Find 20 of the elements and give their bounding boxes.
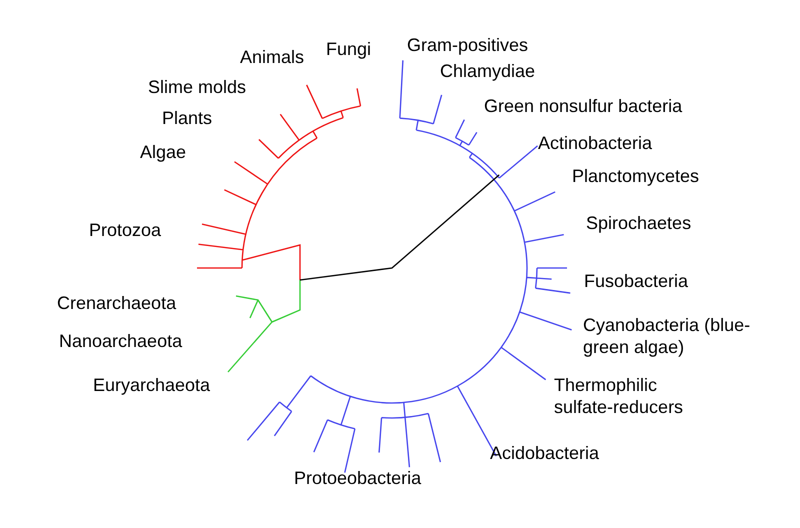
taxon-label: Fungi bbox=[326, 38, 372, 60]
taxon-label: Thermophilic sulfate-reducers bbox=[554, 374, 684, 418]
taxon-label: Actinobacteria bbox=[538, 132, 652, 154]
taxon-label: Plants bbox=[162, 107, 212, 129]
taxon-label: Cyanobacteria (blue-green algae) bbox=[583, 314, 752, 358]
taxon-label: Planctomycetes bbox=[572, 165, 700, 187]
taxon-label: Protozoa bbox=[89, 219, 162, 241]
taxon-label: Spirochaetes bbox=[586, 212, 692, 234]
taxon-label: Euryarchaeota bbox=[93, 374, 210, 396]
taxon-label: Nanoarchaeota bbox=[59, 330, 182, 352]
taxon-label: Chlamydiae bbox=[440, 60, 536, 82]
taxon-label: Green nonsulfur bacteria bbox=[484, 95, 682, 117]
taxon-label: Fusobacteria bbox=[584, 270, 688, 292]
taxon-label: Protoeobacteria bbox=[294, 467, 422, 489]
taxon-label: Animals bbox=[240, 46, 304, 68]
taxon-label: Algae bbox=[140, 141, 186, 163]
taxon-label: Crenarchaeota bbox=[57, 292, 176, 314]
taxon-label: Slime molds bbox=[148, 76, 246, 98]
taxon-label: Acidobacteria bbox=[490, 442, 600, 464]
taxon-label: Gram-positives bbox=[407, 34, 528, 56]
